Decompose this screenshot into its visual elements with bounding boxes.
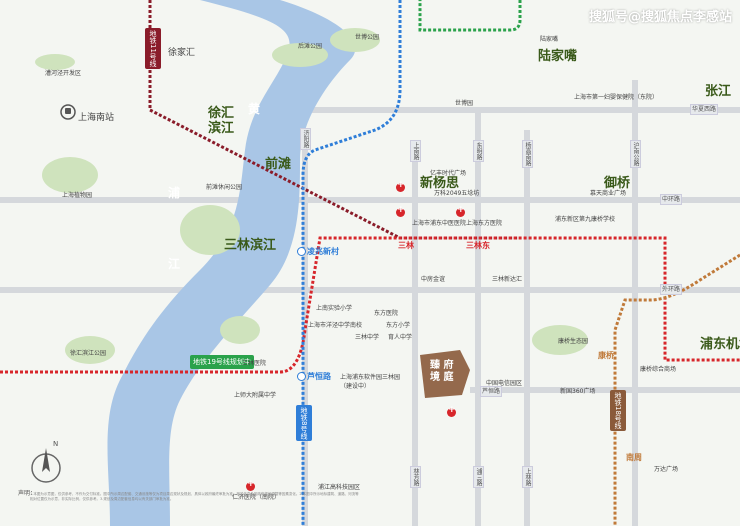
area-pudong-airport: 浦东机场 — [700, 337, 740, 352]
hospital-icon — [447, 405, 456, 417]
poi-caohejing: 漕河泾开发区 — [45, 70, 82, 77]
disclaimer-title: 声明： — [18, 490, 37, 497]
area-lujiazui: 陆家嘴 — [538, 49, 578, 64]
station-luheng: 芦恒路 — [307, 372, 331, 381]
road-network — [0, 80, 740, 526]
poi-botanical: 上海植物园 — [62, 192, 93, 199]
poi-kangqiao-bio: 康桥生态园 — [558, 338, 589, 345]
poi-shanghai-south: 上海南站 — [78, 113, 115, 123]
road-waihuan: 外环路 — [660, 284, 683, 295]
poi-hosp-gongli: 上海东方医院 — [466, 220, 503, 227]
metro-line-19 — [0, 236, 740, 374]
poi-yucai: 育人中学 — [388, 334, 413, 341]
hospital-icon — [396, 205, 405, 217]
area-xuhui-2: 滨江 — [208, 121, 235, 136]
poi-xinqiao-school: 浦东新区第九康桥学校 — [555, 216, 616, 223]
project-name-line2: 境 庭 — [430, 372, 454, 383]
area-zhangjiang: 张江 — [705, 84, 732, 99]
area-xuhui-1: 徐汇 — [208, 106, 235, 121]
poi-lujiazui: 陆家嘴 — [540, 36, 559, 43]
project-name[interactable]: 臻 府 境 庭 — [430, 360, 453, 384]
tag-line19-plan: 地铁19号线规划中 — [190, 355, 254, 369]
poi-kangqiao-mall: 康桥综合商场 — [640, 366, 677, 373]
poi-new-360: 新国360广场 — [560, 388, 596, 395]
poi-hosp-dongfang: 东方医院 — [374, 310, 399, 317]
tag-line8: 地铁8号线 — [296, 405, 312, 442]
metro-line-green — [418, 0, 522, 32]
poi-sanlin-wanda: 三林新达汇 — [492, 276, 523, 283]
poi-dongfang-primary: 东方小学 — [386, 322, 411, 329]
poi-shida-fuzhong: 上师大附属中学 — [234, 392, 277, 399]
hospital-icon — [396, 180, 405, 192]
poi-cheng-soft: 上海浦东软件园三林园（建设中） — [340, 374, 401, 390]
project-name-line1: 臻 府 — [430, 360, 454, 371]
poi-shangnan-school: 上南实验小学 — [316, 305, 353, 312]
road-linfang: 林芳路 — [410, 466, 421, 488]
poi-sanlin-hosp: 三林医院 — [242, 360, 267, 367]
station-kangqiao: 康桥 — [598, 351, 614, 360]
watermark: 搜狐号@搜狐焦点李感站 — [588, 10, 732, 25]
poi-wanda: 万达广场 — [654, 466, 679, 473]
poi-zhongdian: 中国电信园区 — [486, 380, 523, 387]
huangpu-river — [107, 0, 356, 526]
road-shanglin: 上林路 — [522, 466, 533, 488]
station-dot-luheng[interactable] — [297, 372, 306, 381]
road-dongming: 东明路 — [473, 140, 484, 162]
poi-zhongfu: 中房金谊 — [421, 276, 446, 283]
poi-renji: 仁济医院（南院） — [232, 494, 281, 501]
svg-text:N: N — [53, 440, 58, 448]
metro-line-8 — [301, 0, 402, 526]
road-jiyang: 济阳路 — [300, 128, 311, 150]
poi-yiyun: 亿丰时代广场 — [430, 170, 467, 177]
station-sanlin: 三林 — [398, 241, 414, 250]
road-yanggao: 杨高南路 — [522, 140, 533, 168]
poi-jinsheng: 慕天商业广场 — [590, 190, 627, 197]
river-label-pu: 浦 — [168, 186, 181, 200]
road-luheng: 芦恒路 — [480, 386, 503, 397]
project-block — [420, 350, 470, 398]
poi-middle-school: 上海市洋泾中学南校 — [308, 322, 363, 329]
station-nanzhou: 南周 — [626, 453, 642, 462]
poi-houtan: 后滩公园 — [298, 43, 323, 50]
disclaimer-body: 1.本图为示意图，仅供参考，不作为交付标准。图中所示周边配套、交通设施等仅为项目… — [30, 492, 359, 501]
poi-pujiang-park: 浦江高科技园区 — [318, 484, 361, 491]
area-qiantan: 前滩 — [265, 157, 292, 172]
poi-xujiahui: 徐家汇 — [168, 48, 196, 58]
hospital-icon — [456, 205, 465, 217]
hospital-icon — [246, 479, 255, 491]
road-huaxia-west: 华夏西路 — [690, 104, 719, 115]
road-shangnan: 上南路 — [410, 140, 421, 162]
green-areas — [35, 28, 588, 364]
compass-icon: N — [31, 440, 61, 483]
area-xinyangsi: 新杨思 — [420, 176, 460, 191]
poi-qiantan-park: 前滩休闲公园 — [206, 184, 243, 191]
river-label-huang: 黄 — [248, 102, 261, 116]
station-lingzhao: 凌兆新村 — [307, 247, 339, 256]
poi-shibo-park: 世博公园 — [355, 34, 380, 41]
train-station-icon — [60, 104, 76, 120]
station-sanlin-dong: 三林东 — [466, 241, 490, 250]
poi-sanlin-school: 三林中学 — [355, 334, 380, 341]
road-pusan: 浦三路 — [473, 466, 484, 488]
station-dot-lingzhao[interactable] — [297, 247, 306, 256]
road-zhonghuan: 中环路 — [660, 194, 683, 205]
poi-huijiang-park: 徐汇滨江公园 — [70, 350, 107, 357]
poi-shibo: 世博园 — [455, 100, 474, 107]
tag-line11: 地铁11号线 — [145, 28, 161, 69]
poi-hosp-zhongyi: 上海市浦东中医医院 — [412, 220, 467, 227]
area-yuqiao: 御桥 — [604, 176, 631, 191]
poi-first-maternity: 上海市第一妇婴保健院（东院） — [574, 94, 659, 101]
area-sanlin-binjiang: 三林滨江 — [224, 238, 277, 253]
tag-line18: 地铁18号线 — [610, 390, 626, 431]
river-label-jiang: 江 — [168, 257, 181, 271]
road-hunan: 沪南公路 — [630, 140, 641, 168]
poi-wanke: 万科2049五埝坊 — [434, 190, 480, 197]
